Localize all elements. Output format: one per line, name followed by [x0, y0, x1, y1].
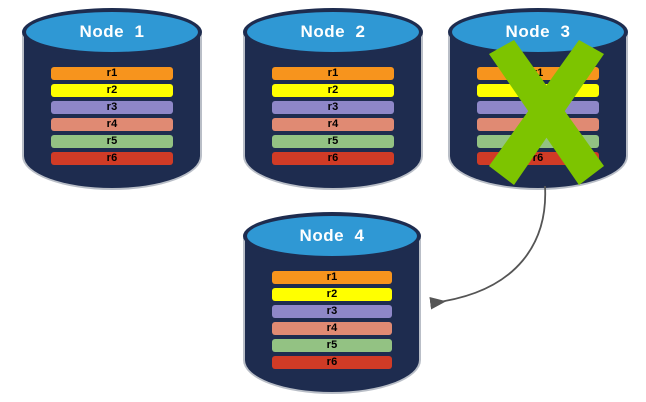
node-3[interactable]: Node 3 r1 r2 r3 r4 r5 r6 — [448, 8, 628, 190]
node-2-row-r6: r6 — [272, 152, 394, 165]
node-3-row-r5: r5 — [477, 135, 599, 148]
node-1-row-r4: r4 — [51, 118, 173, 131]
node-4-row-r6: r6 — [272, 356, 392, 369]
node-4-row-r5: r5 — [272, 339, 392, 352]
node-1-row-r5: r5 — [51, 135, 173, 148]
node-2-row-r3: r3 — [272, 101, 394, 114]
node-2-row-r1: r1 — [272, 67, 394, 80]
node-4[interactable]: Node 4 r1 r2 r3 r4 r5 r6 — [243, 212, 421, 394]
node-3-label: Node 3 — [505, 22, 571, 41]
node-1-row-r1: r1 — [51, 67, 173, 80]
node-3-row-r1: r1 — [477, 67, 599, 80]
node-1-row-r6: r6 — [51, 152, 173, 165]
node-1-cylinder-top — [22, 8, 202, 56]
node-4-row-r3: r3 — [272, 305, 392, 318]
node-1[interactable]: Node 1 r1 r2 r3 r4 r5 r6 — [22, 8, 202, 190]
node-2-row-r2: r2 — [272, 84, 394, 97]
node-1-row-r3: r3 — [51, 101, 173, 114]
node-1-rows: r1 r2 r3 r4 r5 r6 — [22, 67, 202, 165]
node-4-label: Node 4 — [299, 226, 365, 245]
node-4-row-r2: r2 — [272, 288, 392, 301]
node-1-row-r2: r2 — [51, 84, 173, 97]
node-4-cylinder-top — [243, 212, 421, 260]
node-2-row-r5: r5 — [272, 135, 394, 148]
node-4-row-r4: r4 — [272, 322, 392, 335]
node-4-rows: r1 r2 r3 r4 r5 r6 — [243, 271, 421, 369]
node-4-row-r1: r1 — [272, 271, 392, 284]
node-3-row-r2: r2 — [477, 84, 599, 97]
node-3-row-r6: r6 — [477, 152, 599, 165]
node-3-row-r4: r4 — [477, 118, 599, 131]
node-3-row-r3: r3 — [477, 101, 599, 114]
node-2-label: Node 2 — [300, 22, 366, 41]
node-2-row-r4: r4 — [272, 118, 394, 131]
node-3-rows: r1 r2 r3 r4 r5 r6 — [448, 67, 628, 165]
node-2-cylinder-top — [243, 8, 423, 56]
node-2-rows: r1 r2 r3 r4 r5 r6 — [243, 67, 423, 165]
node-2[interactable]: Node 2 r1 r2 r3 r4 r5 r6 — [243, 8, 423, 190]
node-1-label: Node 1 — [79, 22, 145, 41]
